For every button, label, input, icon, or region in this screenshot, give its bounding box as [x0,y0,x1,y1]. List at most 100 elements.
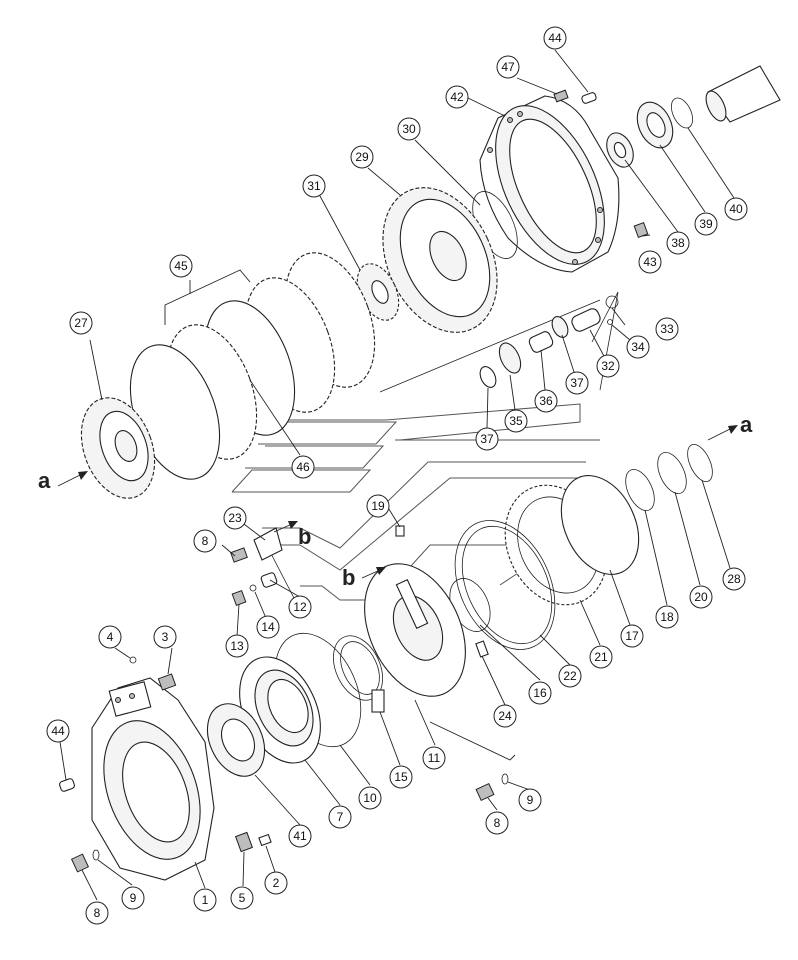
callout-2: 2 [264,871,288,895]
callout-10: 10 [358,786,382,810]
callout-9-bottom-label: 9 [130,891,137,905]
callout-8-bottom: 8 [85,901,109,925]
part-22-ring [454,520,556,650]
part-47-screw [553,89,569,103]
arrows [57,425,738,579]
label-a-left: a [38,468,51,493]
callout-9-bottom: 9 [121,886,145,910]
callout-29: 29 [350,145,374,169]
callout-35-label: 35 [509,414,523,428]
part-15-tab [371,689,385,713]
callout-30: 30 [397,117,421,141]
callout-1: 1 [193,888,217,912]
callout-7-label: 7 [337,810,344,824]
callout-41-label: 41 [293,829,307,843]
callout-33-label: 33 [660,322,674,336]
callout-4-label: 4 [107,630,114,644]
callout-8-bottom-label: 8 [94,906,101,920]
callout-32: 32 [596,354,620,378]
callout-37-left-label: 37 [480,432,494,446]
callout-31: 31 [302,174,326,198]
callout-7: 7 [328,805,352,829]
callout-11: 11 [422,746,446,770]
callout-23: 23 [223,506,247,530]
part-3-plug [157,673,177,691]
callout-12: 12 [288,595,312,619]
callout-33: 33 [655,317,679,341]
callout-18-label: 18 [660,610,674,624]
part-5-plug [234,831,254,853]
part-13-screw [231,590,247,606]
part-9-washer-bottom [92,849,100,861]
part-8-bolt-left [230,547,248,563]
shaft-top-right [705,65,781,123]
callout-24: 24 [493,704,517,728]
part-24-pin [475,640,489,658]
part-44-pin-top [581,92,597,104]
callout-44-bottom: 44 [46,719,70,743]
part-36-bushing [528,331,554,353]
callout-36: 36 [534,389,558,413]
callout-28: 28 [722,567,746,591]
callout-34: 34 [626,335,650,359]
callout-5: 5 [230,886,254,910]
callout-14: 14 [256,615,280,639]
callout-45-label: 45 [174,259,188,273]
callout-42-label: 42 [450,90,464,104]
label-b-upper: b [298,524,311,549]
part-12-bushing [260,572,278,588]
callout-10-label: 10 [363,791,377,805]
part-8-bolt-bottom [70,853,90,873]
callout-1-label: 1 [202,893,209,907]
callout-41: 41 [288,824,312,848]
callout-43-label: 43 [643,255,657,269]
callout-13-label: 13 [230,639,244,653]
part-14-ball [249,584,257,592]
callout-19: 19 [366,494,390,518]
callout-37-left: 37 [475,427,499,451]
callout-29-label: 29 [355,150,369,164]
callout-34-label: 34 [631,340,645,354]
callout-38-label: 38 [671,236,685,250]
part-17-plate [560,475,640,575]
callout-22: 22 [558,664,582,688]
callout-21-label: 21 [594,650,608,664]
callout-2-label: 2 [273,876,280,890]
part-27-gear-hub [80,397,156,499]
part-45-clutch-pack [129,252,376,480]
callout-22-label: 22 [563,669,577,683]
callout-19-label: 19 [371,499,385,513]
part-38-gear [606,132,634,168]
callout-5-label: 5 [239,891,246,905]
part-20-ring [657,452,687,494]
callout-16-label: 16 [533,686,547,700]
part-42-cover [479,95,620,273]
callout-44-bottom-label: 44 [51,724,65,738]
callout-46-label: 46 [296,460,310,474]
callout-20-label: 20 [694,590,708,604]
callout-28-label: 28 [727,572,741,586]
callout-32-label: 32 [601,359,615,373]
callout-14-label: 14 [261,620,275,634]
callout-47-label: 47 [501,60,515,74]
label-b-lower: b [342,565,355,590]
callout-36-label: 36 [539,394,553,408]
callout-15: 15 [389,765,413,789]
callout-8-mid: 8 [485,811,509,835]
part-41-bearing [206,703,266,777]
part-28-ring [687,443,713,483]
callout-17-label: 17 [625,629,639,643]
callout-43: 43 [638,250,662,274]
callout-17: 17 [620,624,644,648]
callout-21: 21 [589,645,613,669]
callout-11-label: 11 [428,751,441,765]
callout-18: 18 [655,605,679,629]
callout-9-mid-label: 9 [527,793,534,807]
callout-35: 35 [504,409,528,433]
part-34-ball [607,319,613,325]
parts [59,65,781,881]
callout-39: 39 [694,212,718,236]
callout-15-label: 15 [394,770,408,784]
